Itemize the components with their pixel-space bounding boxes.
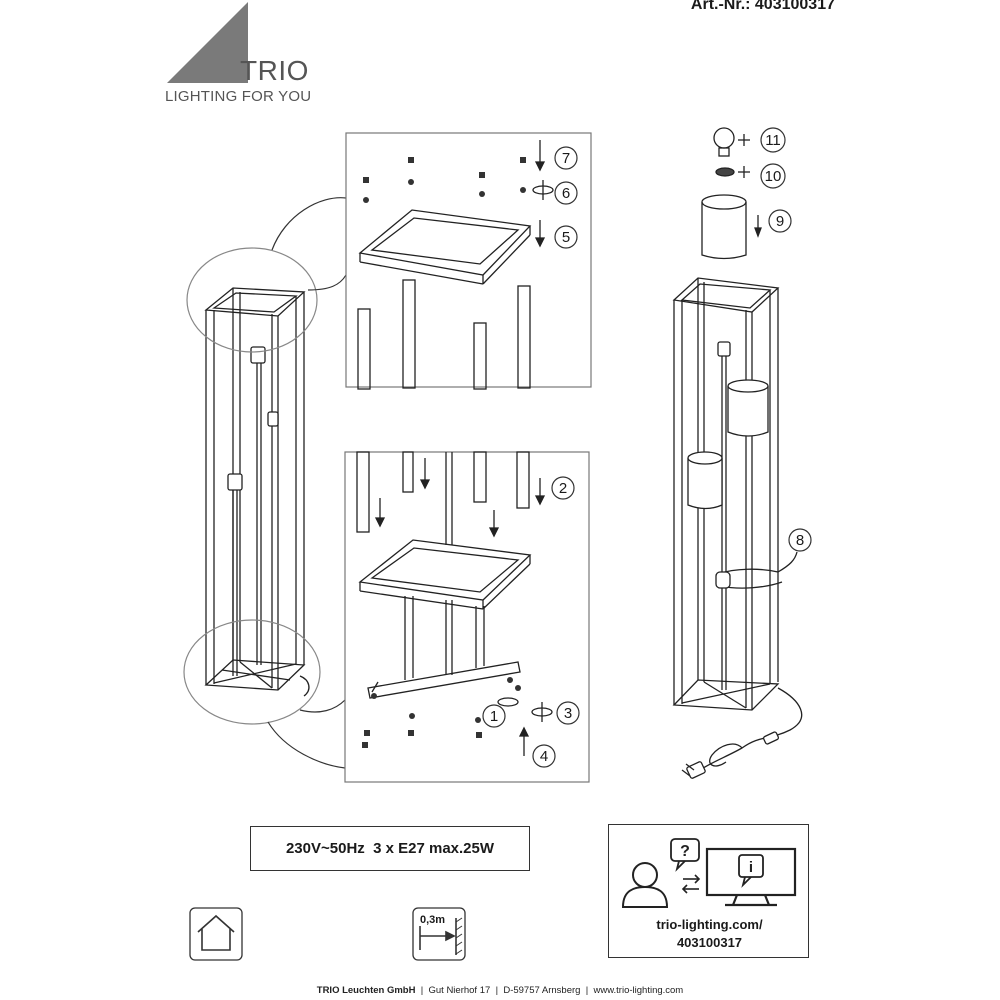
top-screws [363,157,526,203]
step-6-circle [554,181,578,205]
step-4-label: 4 [540,748,548,765]
step-6-label: 6 [562,185,570,202]
top-frame-drawing [357,209,532,390]
step-8-label: 8 [796,532,804,549]
house-icon [197,914,235,951]
info-article-number: 403100317 [676,935,743,950]
top-panel-arrows [532,140,554,248]
lamp-final-drawing [672,127,803,779]
info-box: ? i trio-lighting.com/ 403100317 [608,824,809,958]
distance-icon-box [412,907,466,961]
electrical-spec-text: 230V~50Hz 3 x E27 max.25W [285,840,495,857]
info-url[interactable]: trio-lighting.com/ [656,917,763,932]
step-11-circle [760,127,786,153]
article-number: Art.-Nr.: 403100317 [690,0,835,13]
step-1-circle [482,704,506,728]
step-3-label: 3 [564,705,572,722]
distance-label: 0,3m [420,914,446,926]
electrical-spec-box: 230V~50Hz 3 x E27 max.25W [250,826,530,871]
step-markers [482,127,812,768]
top-connector-curve [271,197,347,251]
question-bubble-icon: ? [670,838,700,872]
step-1-label: 1 [490,708,498,725]
bottom-frame-drawing [356,451,532,699]
step-2-label: 2 [559,480,567,497]
footer-separator: | [583,985,591,996]
step-10-circle [760,163,786,189]
step-5-circle [554,225,578,249]
step-9-label: 9 [776,213,784,230]
brand-tagline: LIGHTING FOR YOU [165,88,312,105]
bottom-connector-curve [267,721,346,769]
step-2-circle [551,476,575,500]
top-connector-curve-2 [307,274,347,291]
distance-arrow-icon [419,917,463,955]
bottom-connector-curve-2 [299,699,346,713]
step-4-circle [532,744,556,768]
step-8-circle [788,528,812,552]
bottom-panel-arrows [374,458,553,756]
step-9-circle [768,209,792,233]
person-icon [621,862,669,908]
step-10-label: 10 [765,168,782,185]
svg-text:i: i [749,859,753,876]
bottom-detail-circle [183,619,321,725]
footer-separator: | [492,985,501,996]
trio-logo-triangle [167,2,248,83]
footer-company: TRIO Leuchten GmbH [316,985,416,996]
indoor-icon-box [189,907,243,961]
footer-separator: | [418,985,426,996]
step-7-label: 7 [562,150,570,167]
step-11-label: 11 [765,132,781,149]
lamp-overview-drawing [204,287,310,697]
info-graphic: ? i [621,838,797,908]
footer-web[interactable]: www.trio-lighting.com [593,985,684,996]
footer-address: Gut Nierhof 17 [428,985,491,996]
brand-name: TRIO [240,55,309,86]
exchange-arrows-icon [681,874,701,894]
footer: TRIO Leuchten GmbH | Gut Nierhof 17 | D-… [0,985,1000,996]
top-frame-panel [345,132,592,388]
step-labels: 7 6 5 2 1 3 4 11 10 9 8 [490,132,804,765]
step-7-circle [554,146,578,170]
footer-city: D-59757 Arnsberg [503,985,581,996]
step-5-label: 5 [562,229,570,246]
svg-text:?: ? [680,843,690,860]
bottom-screws [362,677,521,748]
monitor-icon [705,847,797,907]
info-bubble-icon: i [738,854,764,888]
step-3-circle [556,701,580,725]
bottom-frame-panel [344,451,590,783]
top-detail-circle [186,247,318,353]
